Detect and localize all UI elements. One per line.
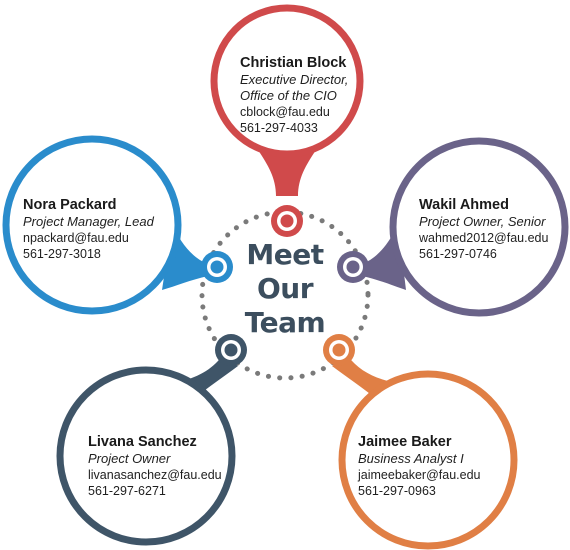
- member-name: Christian Block: [240, 55, 347, 71]
- center-dotted-ring: [199, 209, 371, 381]
- center-title-line: Our: [256, 272, 314, 305]
- member-phone: 561-297-4033: [240, 121, 318, 135]
- member-card-bottom-left: Livana Sanchez Project Owner livanasanch…: [88, 433, 228, 499]
- member-card-left: Nora Packard Project Manager, Lead npack…: [23, 196, 165, 262]
- member-email: wahmed2012@fau.edu: [419, 231, 549, 245]
- connector-left: [2, 135, 233, 315]
- member-name: Livana Sanchez: [88, 434, 197, 450]
- connector-right: [337, 137, 569, 317]
- member-role: Project Owner: [88, 451, 171, 466]
- member-email: cblock@fau.edu: [240, 105, 330, 119]
- member-email: jaimeebaker@fau.edu: [358, 468, 481, 482]
- member-card-bottom-right: Jaimee Baker Business Analyst I jaimeeba…: [358, 433, 498, 499]
- member-email: npackard@fau.edu: [23, 231, 129, 245]
- center-title: Meet Our Team: [205, 238, 365, 340]
- member-phone: 561-297-3018: [23, 247, 101, 261]
- member-email: livanasanchez@fau.edu: [88, 468, 222, 482]
- connector-bottom-right: [323, 334, 518, 550]
- center-title-line: Team: [244, 306, 326, 339]
- center-title-line: Meet: [246, 238, 324, 271]
- member-role: Project Manager, Lead: [23, 214, 154, 229]
- member-name: Nora Packard: [23, 197, 117, 213]
- member-card-right: Wakil Ahmed Project Owner, Senior wahmed…: [419, 196, 559, 262]
- member-card-top: Christian Block Executive Director, Offi…: [240, 54, 365, 136]
- member-role: Business Analyst I: [358, 451, 464, 466]
- connector-bottom-left: [56, 334, 247, 546]
- member-phone: 561-297-0746: [419, 247, 497, 261]
- member-role: Executive Director,: [240, 72, 349, 87]
- member-phone: 561-297-0963: [358, 484, 436, 498]
- member-role: Office of the CIO: [240, 88, 337, 103]
- member-phone: 561-297-6271: [88, 484, 166, 498]
- member-role: Project Owner, Senior: [419, 214, 546, 229]
- connector-top: [210, 4, 364, 237]
- member-name: Jaimee Baker: [358, 434, 452, 450]
- member-name: Wakil Ahmed: [419, 197, 509, 213]
